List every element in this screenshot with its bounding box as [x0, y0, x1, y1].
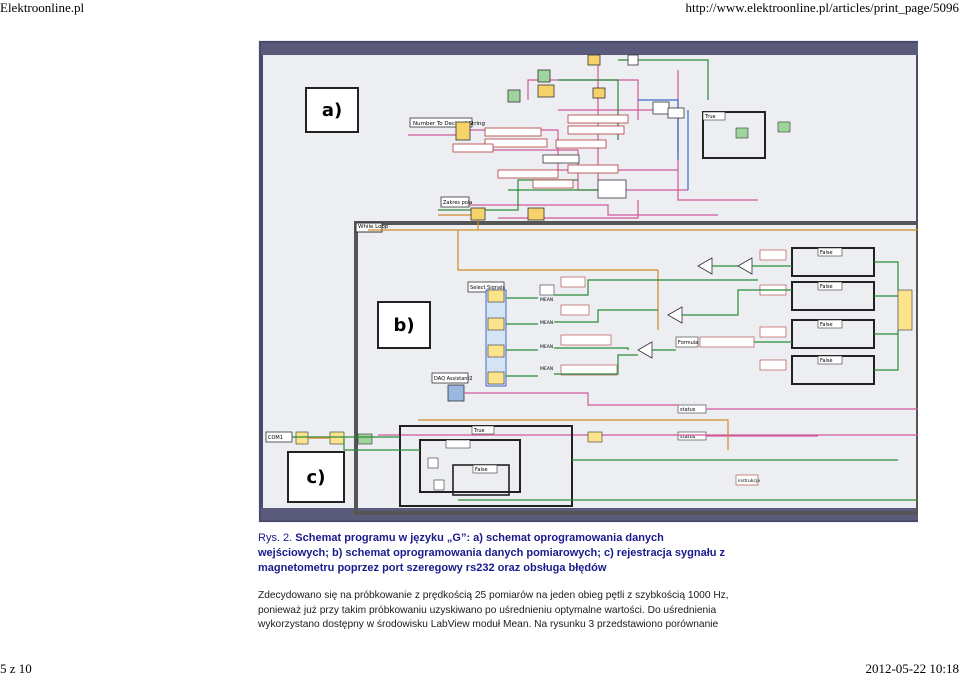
while-loop-label: While Loop [358, 224, 389, 230]
false-case-3: False [820, 322, 833, 328]
labview-diagram-figure: Number To Decimal String Zakres pola [258, 40, 918, 523]
mean-label-1: MEAN [540, 297, 553, 303]
select-signals-label: Select Signals [470, 285, 505, 291]
true-case-a: True [704, 114, 716, 120]
paragraph-line-1: Zdecydowano się na próbkowanie z prędkoś… [258, 590, 729, 601]
paragraph-line-3: wykorzystano dostępny w środowisku LabVi… [258, 619, 719, 630]
status-label-2: status [680, 434, 696, 440]
page-number: 5 z 10 [0, 661, 32, 676]
com1-label: COM1 [268, 435, 283, 441]
instrukcje-label: instrukcje [738, 478, 760, 484]
false-case-1: False [820, 250, 833, 256]
article-paragraph: Zdecydowano się na próbkowanie z prędkoś… [258, 589, 729, 633]
number-to-decimal-label: Number To Decimal String [413, 121, 485, 127]
print-datetime: 2012-05-22 10:18 [865, 661, 959, 676]
false-case-2: False [820, 284, 833, 290]
mean-label-3: MEAN [540, 344, 553, 350]
figure-caption: Rys. 2. Schemat programu w języku „G”: a… [258, 531, 728, 575]
page-url[interactable]: http://www.elektroonline.pl/articles/pri… [685, 0, 959, 15]
formula-label: Formula [678, 340, 698, 346]
figure-label-c: c) [306, 466, 326, 488]
daq-assistant-label: DAQ Assistant2 [434, 376, 473, 382]
zakres-pola-label: Zakres pola [443, 200, 472, 206]
mean-label-2: MEAN [540, 320, 553, 326]
caption-prefix: Rys. 2. [258, 532, 296, 544]
status-label-1: status [680, 407, 696, 413]
caption-title: Schemat programu w języku „G”: a) schema… [258, 532, 726, 574]
site-name: Elektroonline.pl [0, 0, 85, 15]
mean-label-4: MEAN [540, 366, 553, 372]
paragraph-line-2: ponieważ już przy takim próbkowaniu uzys… [258, 604, 717, 616]
figure-label-a: a) [321, 99, 343, 121]
figure-label-b: b) [393, 314, 415, 336]
true-case-c: True [473, 428, 485, 434]
false-case-4: False [820, 358, 833, 364]
false-case-c: False [475, 467, 488, 473]
